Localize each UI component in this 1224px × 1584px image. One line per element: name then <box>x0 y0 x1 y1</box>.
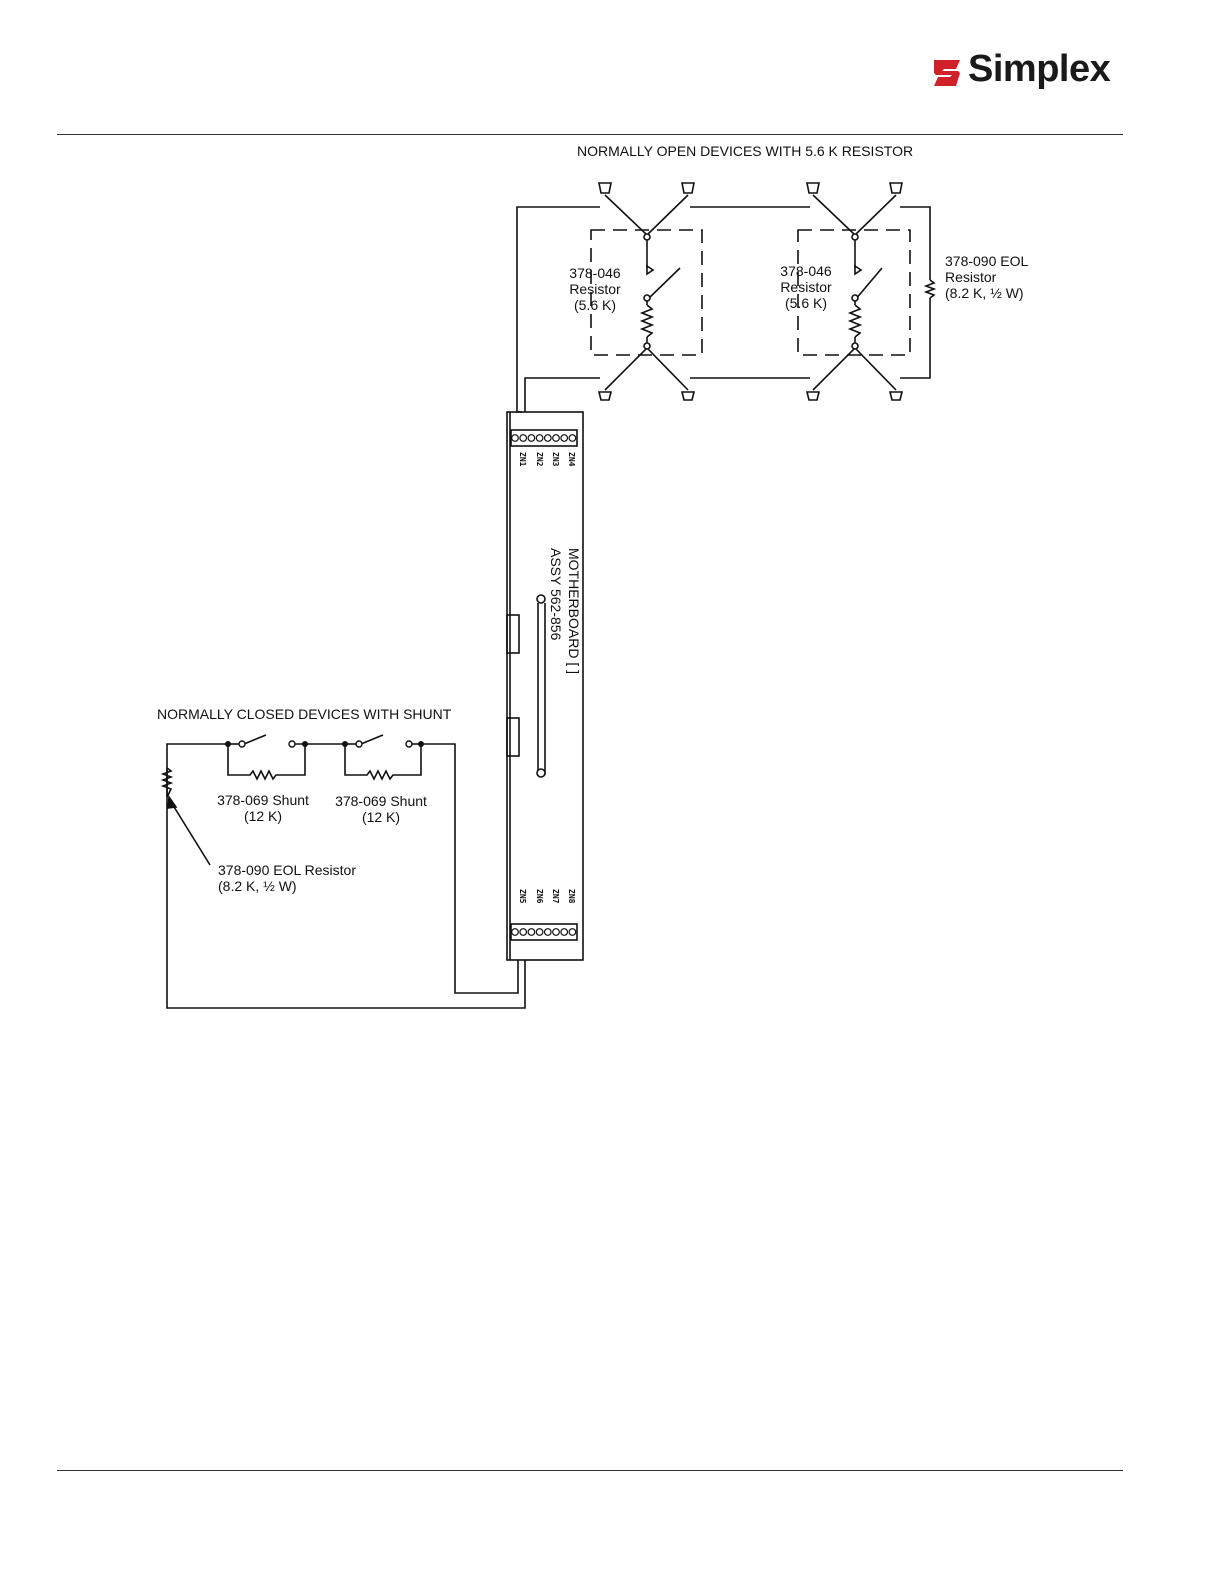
bottom-rule <box>57 1470 1123 1471</box>
terminal-screw <box>543 928 552 936</box>
terminal-screw <box>568 434 577 442</box>
simplex-s-logo-icon <box>934 60 960 86</box>
terminal-screw <box>552 928 560 936</box>
resistor-a-part: 378-046 <box>569 265 621 281</box>
zone-label-1: ZN1 <box>518 452 527 467</box>
zone-label-4: ZN4 <box>567 452 576 467</box>
terminal-screw <box>552 434 560 442</box>
zone-label-7: ZN7 <box>551 889 560 904</box>
terminal-screw <box>535 434 544 442</box>
terminal-screw <box>535 928 544 936</box>
shunt-a-part: 378-069 Shunt <box>217 792 309 808</box>
zone-label-6: ZN6 <box>535 889 544 904</box>
motherboard-label: MOTHERBOARD [ ] <box>566 548 582 675</box>
normally-closed-title: NORMALLY CLOSED DEVICES WITH SHUNT <box>157 706 452 722</box>
eol-bottom-part: 378-090 EOL Resistor <box>218 862 356 878</box>
zone-label-2: ZN2 <box>535 452 544 467</box>
shunt-b-label: 378-069 Shunt (12 K) <box>330 793 432 825</box>
normally-open-title: NORMALLY OPEN DEVICES WITH 5.6 K RESISTO… <box>577 143 914 159</box>
top-rule <box>57 134 1123 135</box>
eol-bottom-value: (8.2 K, ½ W) <box>218 878 297 894</box>
eol-top-value: (8.2 K, ½ W) <box>945 285 1024 301</box>
zone-label-5: ZN5 <box>518 889 527 904</box>
resistor-a-value: (5.6 K) <box>573 297 616 313</box>
eol-bottom-label: 378-090 EOL Resistor (8.2 K, ½ W) <box>218 862 356 894</box>
terminal-screw <box>560 928 569 936</box>
brand-name: Simplex <box>968 48 1111 90</box>
resistor-a-label: 378-046 Resistor (5.6 K) <box>560 265 630 313</box>
zone-label-3: ZN3 <box>551 452 560 467</box>
eol-top-label: 378-090 EOL Resistor (8.2 K, ½ W) <box>945 253 1028 301</box>
shunt-a-value: (12 K) <box>243 808 283 824</box>
motherboard-assy-label: ASSY 562-856 <box>548 548 564 641</box>
terminal-screw <box>568 928 577 936</box>
simplex-logo: Simplex <box>930 48 1130 96</box>
terminal-screw <box>511 434 519 442</box>
zone-label-8: ZN8 <box>567 889 576 904</box>
terminal-screw <box>527 434 536 442</box>
terminal-screw <box>519 928 528 936</box>
resistor-b-part: 378-046 <box>780 263 832 279</box>
terminal-screw <box>560 434 569 442</box>
shunt-b-value: (12 K) <box>361 809 401 825</box>
terminal-screw <box>527 928 536 936</box>
terminal-screw <box>519 434 528 442</box>
terminal-screw <box>543 434 552 442</box>
eol-top-type: Resistor <box>945 269 997 285</box>
shunt-b-part: 378-069 Shunt <box>335 793 427 809</box>
terminal-screw <box>511 928 519 936</box>
resistor-a-type: Resistor <box>569 281 621 297</box>
eol-top-part: 378-090 EOL <box>945 253 1029 269</box>
resistor-b-label: 378-046 Resistor (5.6 K) <box>771 263 841 311</box>
resistor-b-value: (5.6 K) <box>784 295 827 311</box>
resistor-b-type: Resistor <box>780 279 832 295</box>
shunt-a-label: 378-069 Shunt (12 K) <box>212 792 314 824</box>
